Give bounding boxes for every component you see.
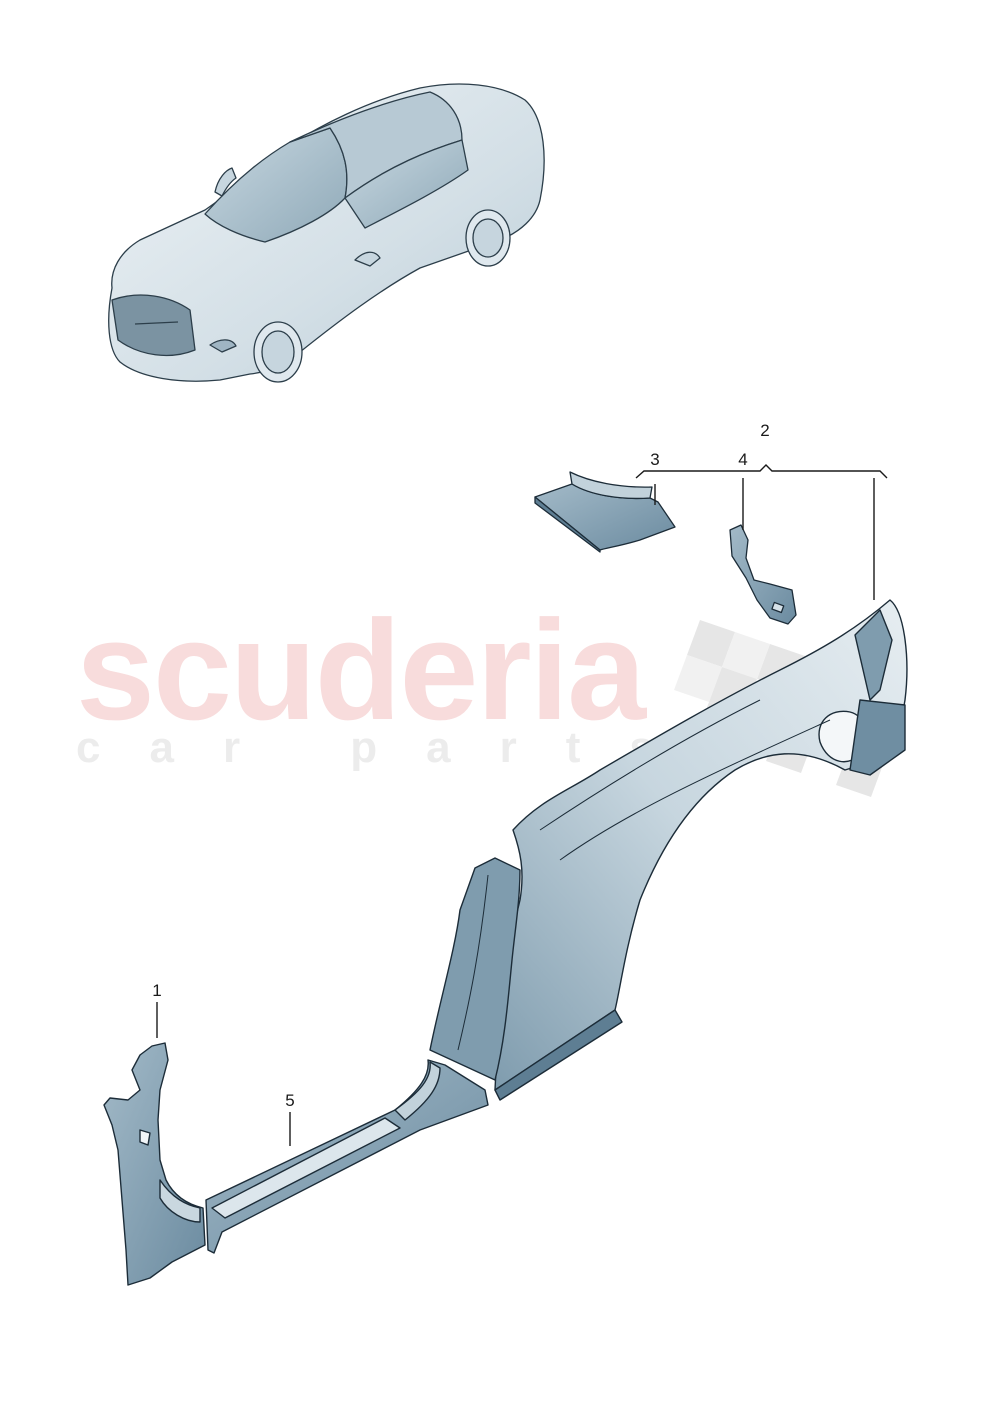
part-3-bracket [534,471,676,553]
reference-car-illustration [108,83,545,383]
part-4-filler-housing [729,524,797,625]
part-2-rear-quarter-panel [429,599,908,1101]
callout-5: 5 [285,1091,295,1110]
callout-4: 4 [738,450,748,469]
watermark-tagline: car parts [76,723,703,772]
part-1-a-pillar [103,1042,206,1286]
part-5-sill [205,1059,489,1254]
group-bracket-2 [635,464,888,479]
callout-3: 3 [650,450,660,469]
watermark-brand: scuderia [76,591,646,750]
callout-2: 2 [760,421,770,440]
callout-1: 1 [152,981,162,1000]
callout-leaders [156,464,888,1146]
